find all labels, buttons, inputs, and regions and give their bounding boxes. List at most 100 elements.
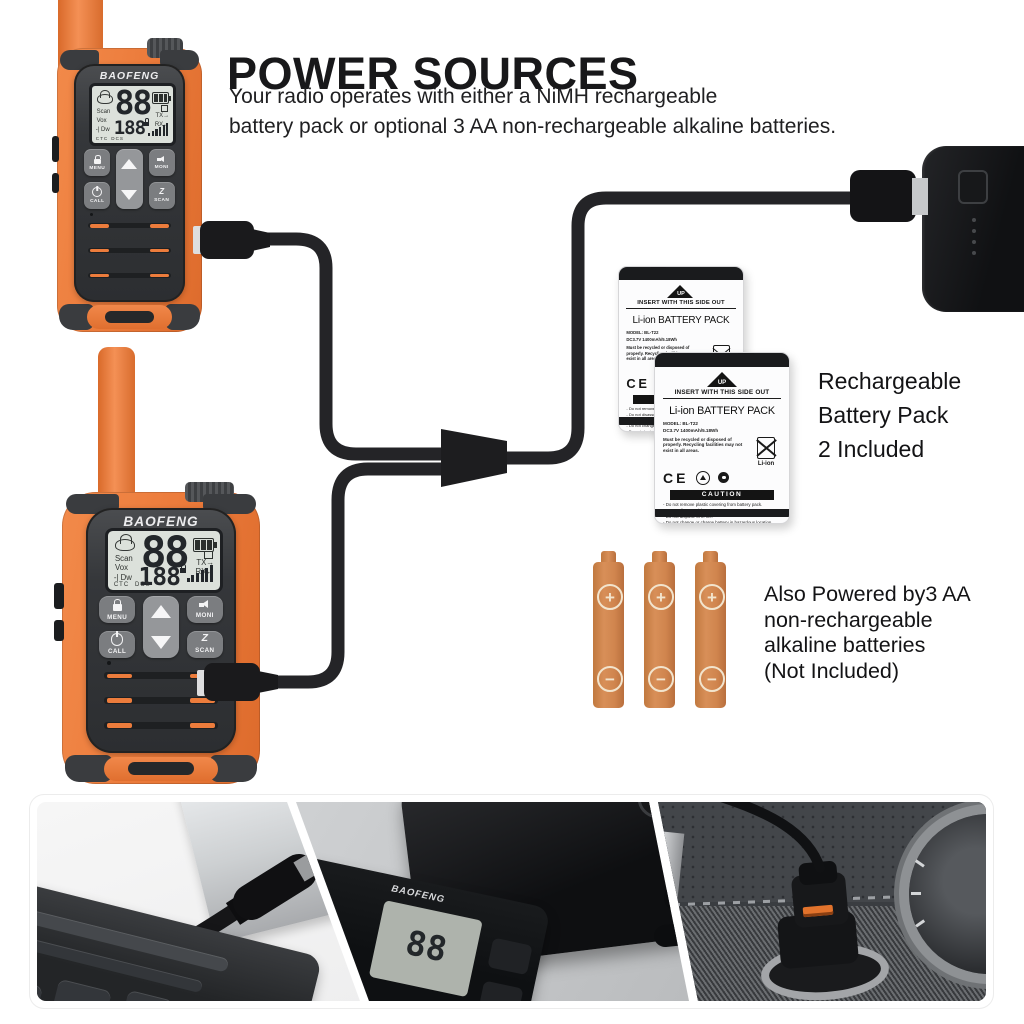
lcd-screen: 88 Scan Vox TX→ RX← -| Dw 188 CTC DCS	[88, 83, 177, 147]
menu-button[interactable]: MENU	[99, 596, 135, 624]
power-icon	[110, 633, 124, 646]
power-bank-led	[972, 251, 976, 255]
ctc-label: CTC	[95, 135, 109, 141]
up-arrow-icon[interactable]	[150, 604, 171, 618]
keypad: MENU MONI CALL Z	[99, 596, 223, 658]
battery-pack-front: UP INSERT WITH THIS SIDE OUT Li-ion BATT…	[654, 352, 790, 524]
rx-indicator: RX←	[155, 122, 169, 128]
keypad: MENU MONI CALL Z	[84, 149, 175, 210]
brand-logo: BAOFENG	[99, 69, 160, 82]
menu-button[interactable]: MENU	[84, 149, 111, 177]
lcd-screen: 88 Scan Vox TX→ RX← -| Dw 188 CTC DCS	[105, 528, 223, 594]
signal-bars-icon	[186, 565, 213, 583]
lock-icon	[93, 155, 101, 165]
power-bank	[922, 146, 1024, 312]
battery-icon	[193, 537, 217, 553]
usb-c-plug-top	[200, 221, 254, 259]
plus-icon: +	[597, 584, 623, 610]
key-icon	[204, 550, 213, 560]
power-bank-led	[972, 218, 976, 222]
brand-logo: BAOFENG	[123, 514, 199, 530]
speaker-grille	[87, 223, 172, 279]
charger-cable	[713, 802, 825, 873]
usb-a-connector	[912, 178, 928, 215]
note-aa-batteries: Also Powered by3 AA non-rechargeable alk…	[764, 582, 971, 683]
aa-battery-1: + −	[593, 551, 624, 708]
rx-indicator: RX←	[195, 568, 214, 576]
up-down-rocker[interactable]	[116, 149, 143, 210]
page-subtitle: Your radio operates with either a NiMH r…	[229, 82, 836, 142]
sub-code: 188	[138, 562, 181, 592]
power-icon	[92, 187, 103, 198]
mic-hole	[106, 661, 111, 666]
dw-indicator: -| Dw	[113, 572, 132, 582]
power-bank-led	[972, 240, 976, 244]
power-bank-led	[972, 229, 976, 233]
usb-c-plug-bottom	[204, 663, 260, 701]
side-button	[54, 620, 65, 641]
minus-icon: −	[597, 666, 623, 692]
usb-a-plug	[850, 170, 916, 222]
page-title: POWER SOURCES	[227, 48, 639, 100]
moni-button[interactable]: MONI	[186, 596, 223, 624]
moni-button[interactable]: MONI	[148, 149, 175, 177]
up-arrow-mark: UP	[707, 371, 737, 387]
channel-number: 88	[114, 83, 153, 123]
scan-button[interactable]: Z SCAN	[148, 182, 175, 210]
dcs-label: DCS	[111, 135, 124, 141]
tx-indicator: TX→	[155, 113, 170, 120]
recycle-icon	[696, 470, 711, 485]
up-arrow-icon[interactable]	[121, 158, 138, 169]
subtitle-line-1: Your radio operates with either a NiMH r…	[229, 85, 718, 108]
signal-bars-icon	[148, 122, 169, 136]
side-button	[51, 136, 59, 162]
aa-battery-3: + −	[695, 551, 726, 708]
certification-icon	[718, 472, 730, 484]
scan-z-icon: Z	[201, 633, 208, 645]
speaker-icon	[157, 155, 166, 163]
up-down-rocker[interactable]	[142, 596, 180, 658]
ce-mark: CE	[626, 376, 650, 392]
side-button	[51, 172, 59, 193]
note-rechargeable: Rechargeable Battery Pack 2 Included	[818, 368, 962, 462]
plus-icon: +	[648, 584, 674, 610]
y-splitter-junction	[441, 429, 507, 487]
photo-strip: Tab	[30, 795, 993, 1008]
speaker-icon	[198, 600, 211, 609]
down-arrow-icon[interactable]	[121, 189, 138, 200]
scan-indicator: Scan	[96, 109, 111, 116]
sub-code: 188	[113, 117, 146, 140]
call-button[interactable]: CALL	[99, 630, 135, 658]
key-icon	[161, 105, 169, 113]
vox-cloud-icon	[96, 90, 113, 104]
radio-body: BAOFENG 88 Scan Vox TX→ RX← -| Dw 188	[54, 481, 260, 784]
scan-button[interactable]: Z SCAN	[186, 630, 223, 658]
photo-car-charger	[658, 802, 986, 1001]
front-panel: BAOFENG 88 Scan Vox TX→ RX← -| Dw 188	[85, 508, 237, 754]
power-bank-button	[958, 170, 988, 204]
vox-indicator: Vox	[96, 118, 107, 125]
minus-icon: −	[648, 666, 674, 692]
down-arrow-icon[interactable]	[150, 636, 171, 650]
lock-icon	[112, 598, 122, 612]
antenna	[98, 347, 135, 499]
vox-indicator: Vox	[114, 563, 128, 573]
battery-icon	[152, 92, 172, 105]
photo-powerbank-charging: BAOFENG 88	[296, 802, 689, 1001]
dw-indicator: -| Dw	[95, 127, 110, 134]
lock-icon	[179, 563, 187, 573]
tx-indicator: TX→	[196, 557, 215, 567]
lock-icon	[143, 118, 150, 126]
scan-indicator: Scan	[114, 553, 133, 563]
side-button	[54, 582, 65, 609]
radio-body: BAOFENG 88 Scan Vox TX→ RX← -| Dw 188	[51, 37, 202, 332]
mic-hole	[89, 212, 93, 216]
call-button[interactable]: CALL	[84, 182, 111, 210]
minus-icon: −	[699, 666, 725, 692]
ctc-label: CTC	[113, 581, 130, 588]
dcs-label: DCS	[135, 581, 151, 588]
vox-cloud-icon	[114, 533, 136, 552]
crossed-bin-icon	[757, 436, 775, 459]
